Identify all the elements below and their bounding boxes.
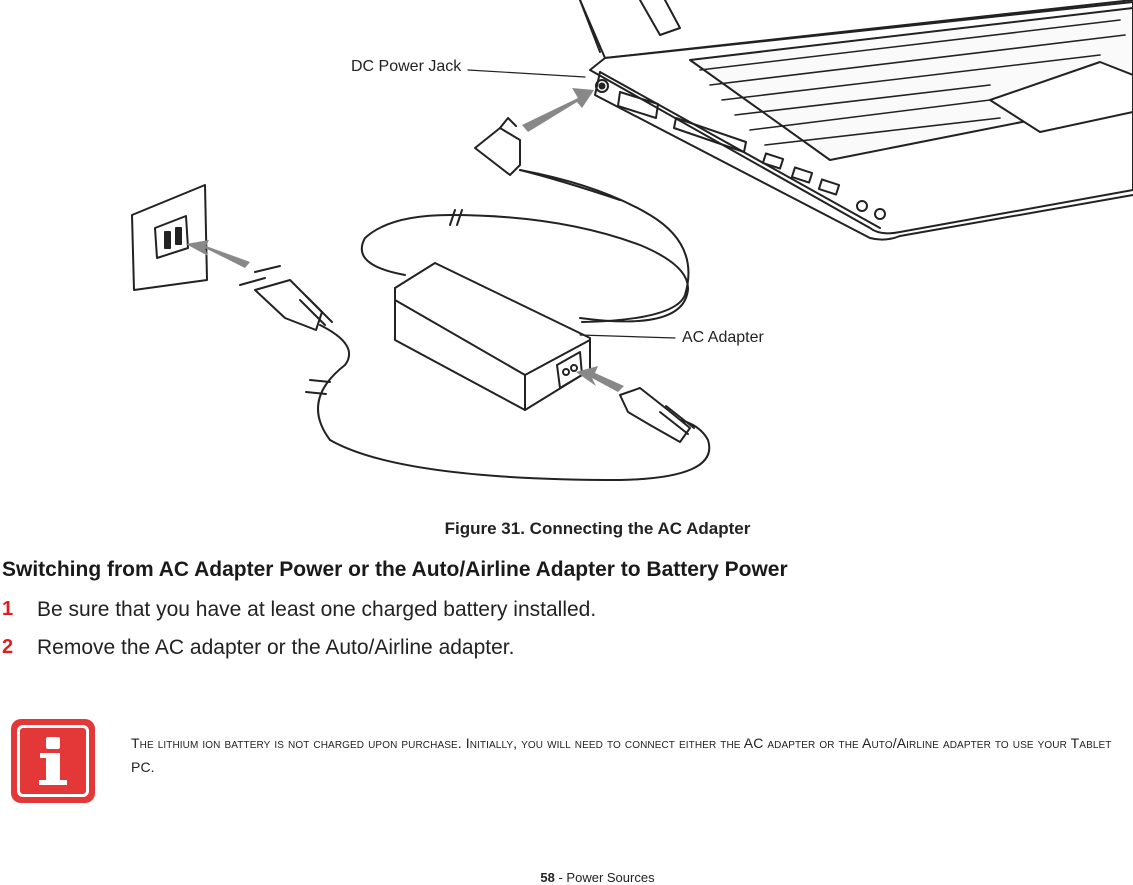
footer-section: - Power Sources [555,870,655,885]
step-text: Be sure that you have at least one charg… [37,598,596,622]
laptop-icon [580,0,1133,240]
ac-cord-connector-icon [620,388,694,442]
figure-caption: Figure 31. Connecting the AC Adapter [0,519,1133,539]
step-number: 2 [2,636,13,659]
arrow-to-laptop-icon [522,88,594,132]
info-icon [11,719,95,803]
step-text: Remove the AC adapter or the Auto/Airlin… [37,636,514,660]
callout-dc-power-jack: DC Power Jack [351,58,461,76]
callout-ac-adapter: AC Adapter [682,329,764,347]
step-number: 1 [2,598,13,621]
page-footer: 58 - Power Sources [0,870,1133,885]
page-number: 58 [540,870,554,885]
wall-plug-icon [240,266,332,330]
wall-outlet-icon [132,185,207,290]
ac-adapter-illustration [0,0,1133,510]
dc-plug-icon [475,118,520,175]
section-heading: Switching from AC Adapter Power or the A… [2,558,788,582]
ac-adapter-brick-icon [395,263,590,410]
note-text: The lithium ion battery is not charged u… [131,731,1116,779]
